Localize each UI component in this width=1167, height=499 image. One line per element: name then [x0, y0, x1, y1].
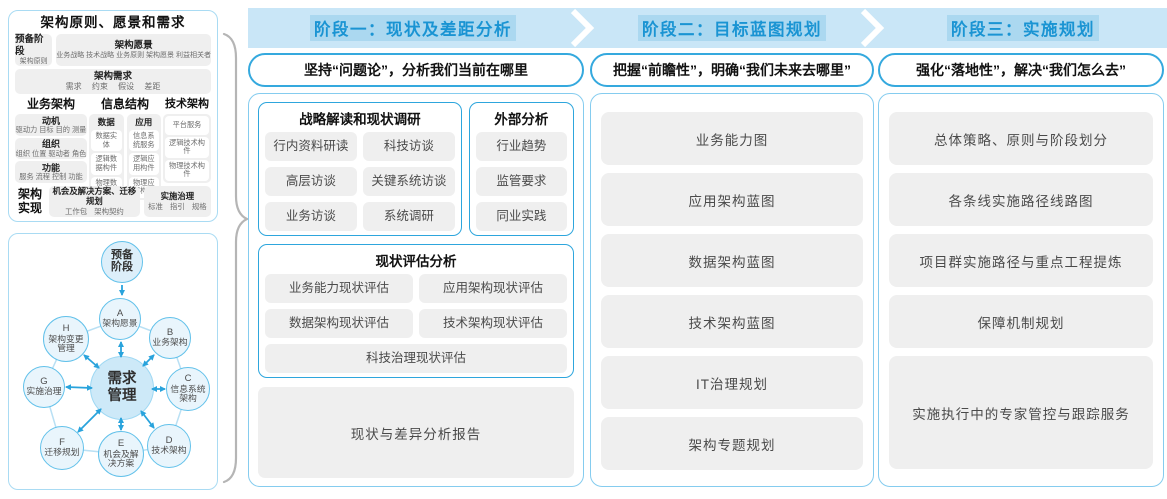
information-structure-column: 信息结构 数据 数据实体 逻辑数据构件 物理数据构件 应用 信息系统服务 逻辑应… — [89, 97, 161, 200]
phase-1-header: 阶段一：现状及差距分析 — [248, 8, 578, 48]
phase-2-item: 架构专题规划 — [601, 417, 863, 470]
phase-3-item: 实施执行中的专家管控与跟踪服务 — [889, 356, 1153, 469]
assessment-section: 现状评估分析 业务能力现状评估 应用架构现状评估 数据架构现状评估 技术架构现状… — [258, 244, 574, 378]
motivation-box: 动机 驱动力 目标 目的 测量 — [15, 114, 87, 136]
chevron-separator-icon — [570, 8, 595, 48]
phase-2-item: 业务能力图 — [601, 112, 863, 165]
phase-2-item: IT治理规划 — [601, 356, 863, 409]
architecture-columns: 业务架构 动机 驱动力 目标 目的 测量 组织 组织 位置 驱动者 角色 功能 … — [15, 97, 211, 200]
adm-node-c: C 信息系统架构 — [166, 367, 210, 411]
assessment-item: 业务能力现状评估 — [265, 274, 413, 303]
opportunities-migration-box: 机会及解决方案、迁移规划 工作包 架构契约 — [49, 186, 140, 217]
adm-node-h: H 架构变更管理 — [43, 316, 89, 362]
panel-title: 架构原则、愿景和需求 — [40, 15, 186, 30]
function-box: 功能 服务 流程 控制 功能 — [15, 161, 87, 184]
assessment-item: 应用架构现状评估 — [419, 274, 567, 303]
adm-node-preparation: 预备阶段 — [101, 241, 143, 283]
strategy-survey-section: 战略解读和现状调研 行内资料研读 科技访谈 高层访谈 关键系统访谈 业务访谈 系… — [258, 102, 462, 236]
survey-item: 高层访谈 — [265, 167, 357, 196]
prep-title: 预备阶段 — [15, 33, 44, 57]
technology-architecture-column: 技术架构 平台服务 逻辑技术构件 物理技术构件 — [163, 97, 211, 184]
vision-title: 架构愿景 — [114, 39, 153, 51]
adm-node-g: G 实施治理 — [23, 366, 65, 408]
external-item: 行业趋势 — [475, 132, 567, 161]
survey-item: 系统调研 — [362, 202, 455, 231]
adm-arrows — [65, 285, 166, 433]
assessment-item: 技术架构现状评估 — [419, 309, 567, 338]
information-header: 信息结构 — [100, 97, 149, 112]
survey-title: 战略解读和现状调研 — [299, 112, 421, 127]
technology-header: 技术架构 — [165, 98, 209, 111]
phase-1-subtitle: 坚持“问题论”，分析我们当前在哪里 — [248, 53, 584, 87]
phase-3-subtitle: 强化“落地性”，解决“我们怎么去” — [878, 53, 1164, 87]
adm-cycle-panel: 预备阶段 A 架构愿景 B 业务架构 C 信息系统架构 D 技术架构 E 机会及… — [8, 233, 218, 490]
organization-box: 组织 组织 位置 驱动者 角色 — [15, 137, 87, 160]
survey-item: 科技访谈 — [362, 132, 455, 161]
external-item: 监管要求 — [475, 167, 567, 196]
architecture-principles-panel: 架构原则、愿景和需求 预备阶段 架构原则 架构愿景 业务战略 技术战略 业务原则… — [8, 10, 218, 222]
req-title: 架构需求 — [93, 70, 132, 82]
phase-2-column: 业务能力图 应用架构蓝图 数据架构蓝图 技术架构蓝图 IT治理规划 架构专题规划 — [590, 93, 874, 487]
external-analysis-section: 外部分析 行业趋势 监管要求 同业实践 — [468, 102, 574, 236]
requirements-box: 架构需求 需求 约束 假设 差距 — [15, 69, 211, 95]
technology-group: 平台服务 逻辑技术构件 物理技术构件 — [163, 114, 211, 184]
technology-item: 平台服务 — [165, 116, 209, 135]
business-header: 业务架构 — [26, 97, 75, 112]
application-item: 信息系统服务 — [128, 130, 159, 152]
phase-3-column: 总体策略、原则与阶段划分 各条线实施路径线路图 项目群实施路径与重点工程提炼 保… — [878, 93, 1164, 487]
survey-item: 关键系统访谈 — [362, 167, 455, 196]
realization-header: 架构实现 — [17, 187, 42, 215]
phase-3-header: 阶段三：实施规划 — [882, 8, 1164, 48]
phase-3-item: 项目群实施路径与重点工程提炼 — [889, 234, 1153, 287]
data-item: 数据实体 — [91, 130, 122, 152]
application-group: 应用 信息系统服务 逻辑应用构件 物理应用构件 — [126, 114, 161, 200]
data-item: 逻辑数据构件 — [91, 153, 122, 175]
prep-sub: 架构原则 — [19, 57, 48, 65]
implementation-governance-box: 实施治理 标准 指引 规格 — [143, 186, 211, 217]
adm-node-f: F 迁移规划 — [40, 426, 84, 470]
external-item: 同业实践 — [475, 202, 567, 231]
gap-analysis-report-box: 现状与差异分析报告 — [258, 387, 574, 478]
prep-phase-box: 预备阶段 架构原则 — [15, 33, 53, 66]
adm-node-d: D 技术架构 — [147, 424, 191, 468]
application-item: 逻辑应用构件 — [128, 153, 159, 175]
phase-3-item: 保障机制规划 — [889, 295, 1153, 348]
vision-box: 架构愿景 业务战略 技术战略 业务原则 架构愿景 利益相关者 — [56, 34, 211, 66]
phase-2-item: 技术架构蓝图 — [601, 295, 863, 348]
technology-item: 物理技术构件 — [165, 159, 209, 182]
chevron-separator-icon — [860, 8, 885, 48]
business-architecture-column: 业务架构 动机 驱动力 目标 目的 测量 组织 组织 位置 驱动者 角色 功能 … — [15, 97, 87, 184]
adm-node-e: E 机会及解决方案 — [98, 431, 144, 477]
req-sub: 需求 约束 假设 差距 — [65, 82, 161, 92]
phase-2-subtitle: 把握“前瞻性”，明确“我们未来去哪里” — [590, 53, 874, 87]
assessment-item-wide: 科技治理现状评估 — [265, 344, 567, 373]
assessment-title: 现状评估分析 — [375, 254, 457, 269]
vision-sub: 业务战略 技术战略 业务原则 架构愿景 利益相关者 — [56, 51, 211, 59]
adm-node-a: A 架构愿景 — [99, 298, 141, 340]
brace-connector — [222, 32, 250, 484]
phase-3-item: 各条线实施路径线路图 — [889, 173, 1153, 226]
phase-2-header: 阶段二：目标蓝图规划 — [594, 8, 870, 48]
realization-row: 架构实现 机会及解决方案、迁移规划 工作包 架构契约 实施治理 标准 指引 规格 — [15, 186, 211, 217]
phase-1-column: 战略解读和现状调研 行内资料研读 科技访谈 高层访谈 关键系统访谈 业务访谈 系… — [248, 93, 584, 487]
prep-vision-row: 预备阶段 架构原则 架构愿景 业务战略 技术战略 业务原则 架构愿景 利益相关者 — [15, 34, 211, 66]
survey-item: 业务访谈 — [265, 202, 357, 231]
phase-2-item: 数据架构蓝图 — [601, 234, 863, 287]
external-title: 外部分析 — [494, 112, 549, 127]
assessment-item: 数据架构现状评估 — [265, 309, 413, 338]
phase-2-item: 应用架构蓝图 — [601, 173, 863, 226]
phase-3-item: 总体策略、原则与阶段划分 — [889, 112, 1153, 165]
adm-node-b: B 业务架构 — [149, 317, 191, 359]
survey-item: 行内资料研读 — [265, 132, 357, 161]
technology-item: 逻辑技术构件 — [165, 136, 209, 158]
